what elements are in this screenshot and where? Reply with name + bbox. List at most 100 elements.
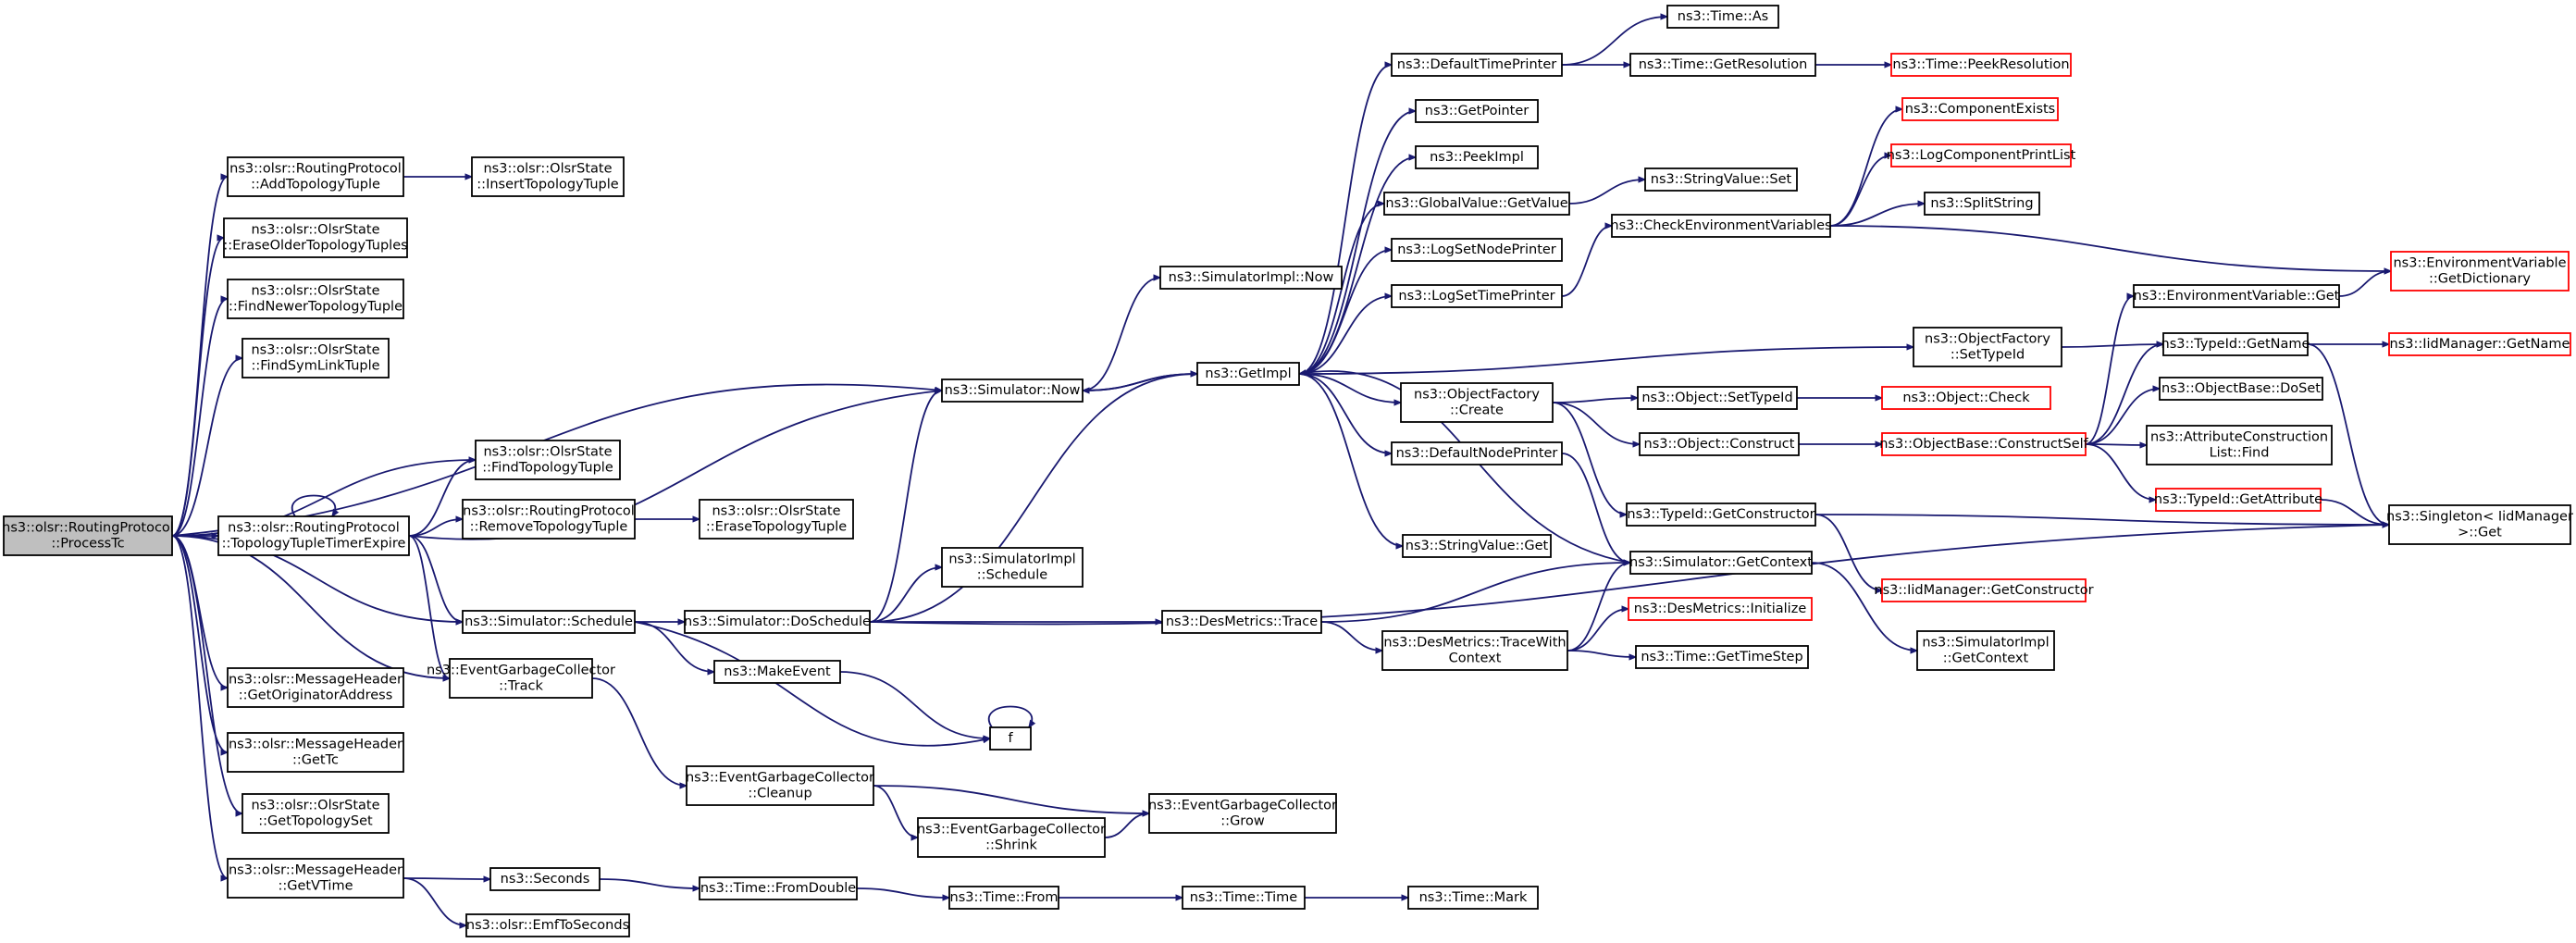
node-timefrom[interactable]: ns3::Time::From [948,886,1059,910]
node-label: ::GetVTime [278,879,353,894]
node-objectbasedoset[interactable]: ns3::ObjectBase::DoSet [2159,377,2323,401]
node-timetime[interactable]: ns3::Time::Time [1182,886,1306,910]
node-label: ns3::DesMetrics::Initialize [1634,602,1807,616]
node-componentexists[interactable]: ns3::ComponentExists [1901,97,2059,121]
node-iidmanagergetconstructor[interactable]: ns3::IidManager::GetConstructor [1874,578,2094,602]
node-stringvalueget[interactable]: ns3::StringValue::Get [1402,534,1552,558]
node-globalvaluegetvalue[interactable]: ns3::GlobalValue::GetValue [1383,192,1570,216]
node-removetopologytuple[interactable]: ns3::olsr::RoutingProtocol::RemoveTopolo… [462,499,636,540]
node-box [1644,168,1798,192]
node-objectsettypeid[interactable]: ns3::Object::SetTypeId [1637,386,1798,410]
node-egcshrink[interactable]: ns3::EventGarbageCollector::Shrink [917,817,1106,858]
node-logsetnodeprinter[interactable]: ns3::LogSetNodePrinter [1391,238,1563,262]
node-envget[interactable]: ns3::EnvironmentVariable::Get [2133,284,2340,308]
call-edge [1298,250,1392,375]
node-gettc[interactable]: ns3::olsr::MessageHeader::GetTc [227,732,404,773]
node-typeidgetconstructor[interactable]: ns3::TypeId::GetConstructor [1626,503,1816,527]
node-objectconstruct[interactable]: ns3::Object::Construct [1639,432,1800,456]
node-stringvalueset[interactable]: ns3::StringValue::Set [1644,168,1798,192]
node-defaultnodeprinter[interactable]: ns3::DefaultNodePrinter [1391,441,1563,465]
node-label: ns3::DesMetrics::TraceWith [1383,636,1566,651]
node-getimpl[interactable]: ns3::GetImpl [1196,362,1300,386]
call-edge [1829,204,1925,227]
node-objectfactorycreate[interactable]: ns3::ObjectFactory::Create [1400,382,1554,423]
node-findtopologytuple[interactable]: ns3::olsr::OlsrState::FindTopologyTuple [475,440,621,480]
call-edge [634,621,990,747]
node-simulatorimplschedule[interactable]: ns3::SimulatorImpl::Schedule [941,547,1084,588]
node-label: ns3::ObjectFactory [1414,388,1540,403]
node-timemark[interactable]: ns3::Time::Mark [1407,886,1539,910]
call-edge [171,383,942,537]
node-box [1161,610,1322,634]
node-addtopologytuple[interactable]: ns3::olsr::RoutingProtocol::AddTopologyT… [227,156,404,197]
node-envgetdictionary[interactable]: ns3::EnvironmentVariable::GetDictionary [2390,251,2570,292]
node-simulatorschedule[interactable]: ns3::Simulator::Schedule [462,610,636,634]
node-doschedule[interactable]: ns3::Simulator::DoSchedule [684,610,871,634]
node-egctrack[interactable]: ns3::EventGarbageCollector::Track [427,658,615,699]
node-label: ns3::olsr::MessageHeader [229,863,402,878]
node-simulatorimplnow[interactable]: ns3::SimulatorImpl::Now [1159,266,1343,290]
node-splitstring[interactable]: ns3::SplitString [1924,192,2040,216]
node-objectfactorysettypeid[interactable]: ns3::ObjectFactory::SetTypeId [1913,327,2062,367]
call-edge [171,535,228,688]
node-f[interactable]: f [989,726,1032,751]
node-defaulttimeprinter[interactable]: ns3::DefaultTimePrinter [1391,53,1563,77]
node-findsymlinktuple[interactable]: ns3::olsr::OlsrState::FindSymLinkTuple [242,338,390,378]
node-label: ns3::ObjectFactory [1925,332,2050,347]
node-logcomponentprintlist[interactable]: ns3::LogComponentPrintList [1887,143,2076,168]
node-simulatorgetcontext[interactable]: ns3::Simulator::GetContext [1629,551,1813,575]
node-egcgrow[interactable]: ns3::EventGarbageCollector::Grow [1148,793,1337,834]
node-gettopologyset[interactable]: ns3::olsr::OlsrState::GetTopologySet [242,793,390,834]
node-getvtime[interactable]: ns3::olsr::MessageHeader::GetVTime [227,858,404,899]
node-peekimpl[interactable]: ns3::PeekImpl [1415,145,1539,169]
node-typeidgetname[interactable]: ns3::TypeId::GetName [2161,332,2310,356]
node-erasetopologytuple[interactable]: ns3::olsr::OlsrState::EraseTopologyTuple [699,499,854,540]
call-edge [171,358,242,537]
node-label: ::RemoveTopologyTuple [470,520,628,535]
node-label: ::GetTopologySet [258,814,373,829]
node-label: ::FindNewerTopologyTuple [229,300,402,315]
node-label: ns3::olsr::EmfToSeconds [466,918,629,933]
node-emftoseconds[interactable]: ns3::olsr::EmfToSeconds [465,913,630,937]
node-topologytupletimerexpire[interactable]: ns3::olsr::RoutingProtocol::TopologyTupl… [217,515,410,556]
node-getoriginatoraddress[interactable]: ns3::olsr::MessageHeader::GetOriginatorA… [227,667,404,708]
node-peekresolution[interactable]: ns3::Time::PeekResolution [1890,53,2072,77]
node-eraseoldertopologytuples[interactable]: ns3::olsr::OlsrState::EraseOlderTopology… [223,217,408,258]
node-label: ns3::CheckEnvironmentVariables [1610,218,1831,233]
node-typeidgetattribute[interactable]: ns3::TypeId::GetAttribute [2154,488,2322,512]
call-edge [1298,65,1392,375]
call-edge [171,535,450,678]
node-label: ns3::GetPointer [1425,104,1530,118]
node-gettimestep[interactable]: ns3::Time::GetTimeStep [1635,645,1809,669]
node-desmetricstrace[interactable]: ns3::DesMetrics::Trace [1161,610,1322,634]
node-findnewertopologytuple[interactable]: ns3::olsr::OlsrState::FindNewerTopologyT… [227,279,404,319]
node-label: ns3::EnvironmentVariable [2393,256,2566,271]
node-egccleanup[interactable]: ns3::EventGarbageCollector::Cleanup [686,765,874,806]
node-box [489,867,601,891]
node-box [1148,793,1337,834]
node-constructself[interactable]: ns3::ObjectBase::ConstructSelf [1879,432,2089,456]
node-simulatornow[interactable]: ns3::Simulator::Now [941,378,1084,403]
node-fromdouble[interactable]: ns3::Time::FromDouble [699,876,858,900]
node-makeevent[interactable]: ns3::MakeEvent [713,660,841,684]
node-objectcheck[interactable]: ns3::Object::Check [1881,386,2051,410]
node-logsettimeprinter[interactable]: ns3::LogSetTimePrinter [1391,284,1563,308]
node-getpointer[interactable]: ns3::GetPointer [1415,99,1539,123]
node-singletonget[interactable]: ns3::Singleton< IidManager >::Get [2386,504,2573,545]
node-label: ns3::ObjectBase::ConstructSelf [1879,437,2088,452]
node-desmetricsinitialize[interactable]: ns3::DesMetrics::Initialize [1628,597,1813,621]
node-box [713,660,841,684]
node-inserttopologytuple[interactable]: ns3::olsr::OlsrState::InsertTopologyTupl… [471,156,625,197]
node-getresolution[interactable]: ns3::Time::GetResolution [1629,53,1816,77]
node-label: ns3::Seconds [501,872,590,887]
node-seconds[interactable]: ns3::Seconds [489,867,601,891]
node-checkenvironmentvariables[interactable]: ns3::CheckEnvironmentVariables [1610,214,1832,238]
node-processtc[interactable]: ns3::olsr::RoutingProtocol::ProcessTc [2,515,174,556]
node-iidmanagergetname[interactable]: ns3::IidManager::GetName [2388,332,2571,356]
node-timeas[interactable]: ns3::Time::As [1666,5,1779,29]
node-simulatorimplgetcontext[interactable]: ns3::SimulatorImpl::GetContext [1916,630,2055,671]
call-edge [408,460,476,537]
node-label: ::FindSymLinkTuple [251,359,379,374]
